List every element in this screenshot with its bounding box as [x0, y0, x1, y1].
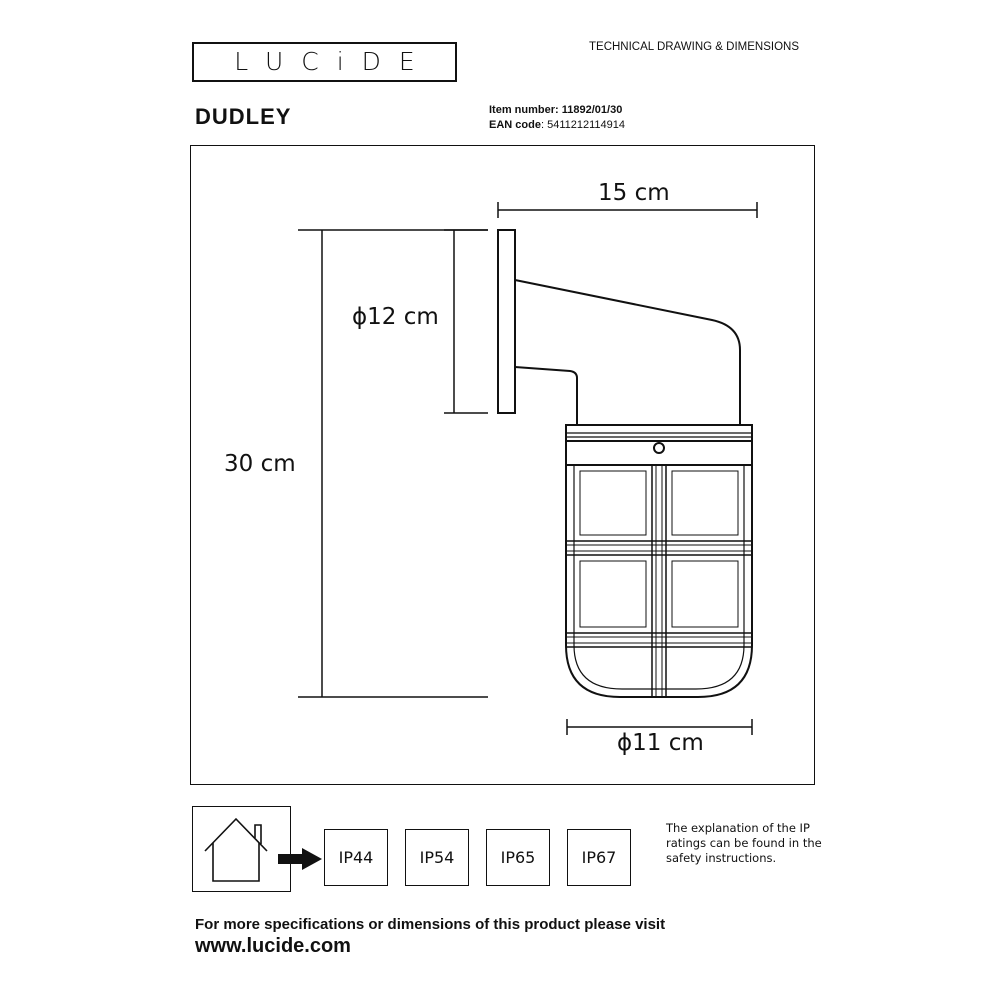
item-number-value: 11892/01/30 [561, 104, 623, 116]
cage-bar-horizontal-2 [565, 632, 753, 648]
cage-outline [565, 465, 753, 698]
indoor-outdoor-box [192, 806, 291, 892]
width-dimension-label: 15 cm [598, 180, 670, 206]
document-type: TECHNICAL DRAWING & DIMENSIONS [589, 41, 799, 53]
product-name: DUDLEY [195, 104, 292, 129]
brand-logo: LUCiDE [192, 42, 457, 82]
height-dimension-line [298, 229, 488, 698]
cage-bar-horizontal-1 [565, 540, 753, 556]
brand-logo-text: LUCiDE [234, 47, 433, 76]
lamp-arm [514, 279, 741, 426]
item-number: Item number: 11892/01/30 [489, 104, 622, 116]
lamp-drawing [497, 229, 753, 698]
ean-label: EAN code [489, 119, 541, 131]
plate-diameter-label: ϕ12 cm [352, 304, 439, 330]
technical-drawing-frame [190, 145, 815, 785]
ip-rating-box-3: IP65 [486, 829, 550, 886]
house-icon [204, 817, 268, 882]
ip-rating-box-4: IP67 [567, 829, 631, 886]
footer-text: For more specifications or dimensions of… [195, 916, 666, 933]
ip-rating-box-1: IP44 [324, 829, 388, 886]
height-dimension-label: 30 cm [224, 451, 296, 477]
cage-diameter-label: ϕ11 cm [617, 730, 704, 756]
ean-code: EAN code: 5411212114914 [489, 119, 625, 131]
footer-url-link[interactable]: www.lucide.com [195, 935, 351, 957]
cage-screw [653, 442, 665, 454]
cage-diameter-dimension-line [566, 719, 753, 735]
wall-plate [497, 229, 516, 414]
ip-explanation-note: The explanation of the IP ratings can be… [666, 821, 822, 865]
plate-diameter-dimension-line [444, 229, 488, 414]
cage-bar-vertical [651, 464, 667, 698]
item-number-label: Item number: [489, 104, 559, 116]
ean-value: : 5411212114914 [540, 119, 625, 131]
ip-rating-box-2: IP54 [405, 829, 469, 886]
arrow-right-icon [278, 848, 322, 870]
width-dimension-line [497, 202, 758, 218]
